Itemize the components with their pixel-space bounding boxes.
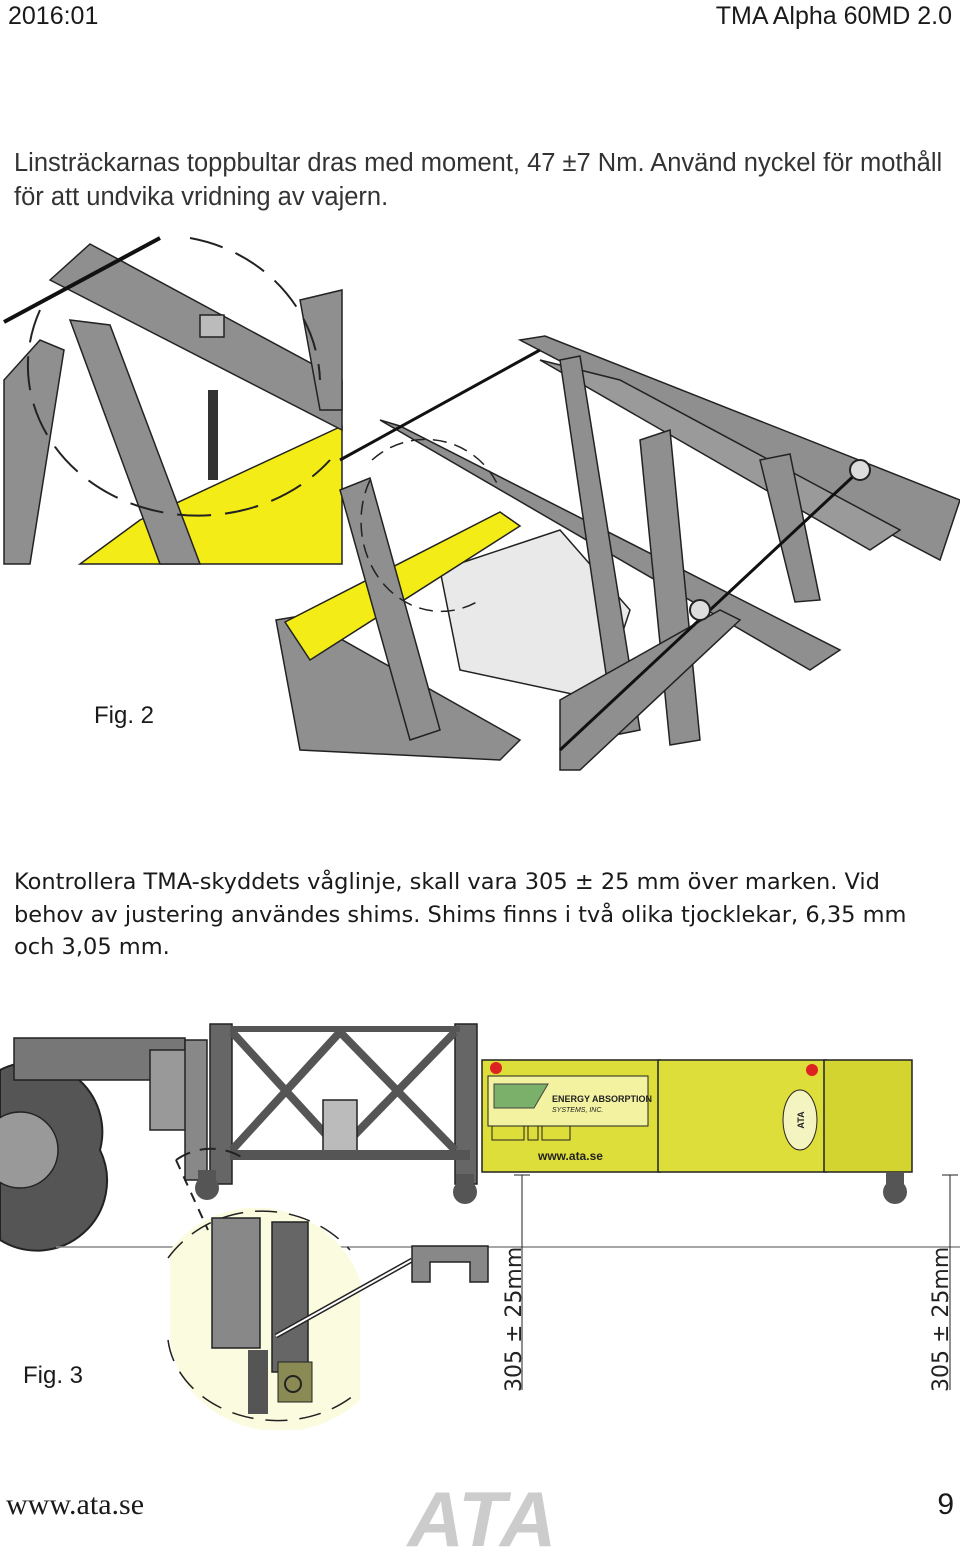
tma-panel-logo: ATA — [796, 1111, 806, 1129]
ata-logo: ATA — [406, 1484, 557, 1554]
fig2-main-assembly — [275, 335, 960, 771]
fig3-truck-rear — [0, 1037, 208, 1252]
fig3-shim-detail — [167, 1147, 489, 1430]
figure-3-illustration: ENERGY ABSORPTION SYSTEMS, INC. www.ata.… — [0, 1023, 960, 1430]
tma-brand-line2: SYSTEMS, INC. — [552, 1107, 603, 1114]
tma-brand-line1: ENERGY ABSORPTION — [552, 1094, 652, 1104]
figure-2-label: Fig. 2 — [94, 702, 155, 729]
tma-panel-url: www.ata.se — [537, 1149, 603, 1163]
instruction-wave-line: Kontrollera TMA-skyddets våglinje, skall… — [14, 869, 907, 960]
ata-logo-text: ATA — [406, 1484, 557, 1554]
fig3-dimension-1 — [514, 1174, 530, 1390]
figure-2-illustration — [3, 236, 960, 771]
fig3-tma-body: ENERGY ABSORPTION SYSTEMS, INC. www.ata.… — [481, 1059, 913, 1204]
page-number: 9 — [937, 1488, 954, 1521]
fig3-dimension-2 — [942, 1174, 958, 1390]
dimension-label-1: 305 ± 25mm — [502, 1247, 527, 1392]
fig2-inset-detail — [3, 236, 343, 570]
figure-3-label: Fig. 3 — [23, 1362, 84, 1389]
instruction-torque: Linsträckarnas toppbultar dras med momen… — [14, 149, 943, 211]
dimension-label-2: 305 ± 25mm — [929, 1247, 954, 1392]
header-date: 2016:01 — [8, 2, 99, 30]
footer-url: www.ata.se — [6, 1488, 145, 1521]
fig3-scissor-frame — [195, 1023, 478, 1204]
header-model: TMA Alpha 60MD 2.0 — [715, 2, 952, 30]
